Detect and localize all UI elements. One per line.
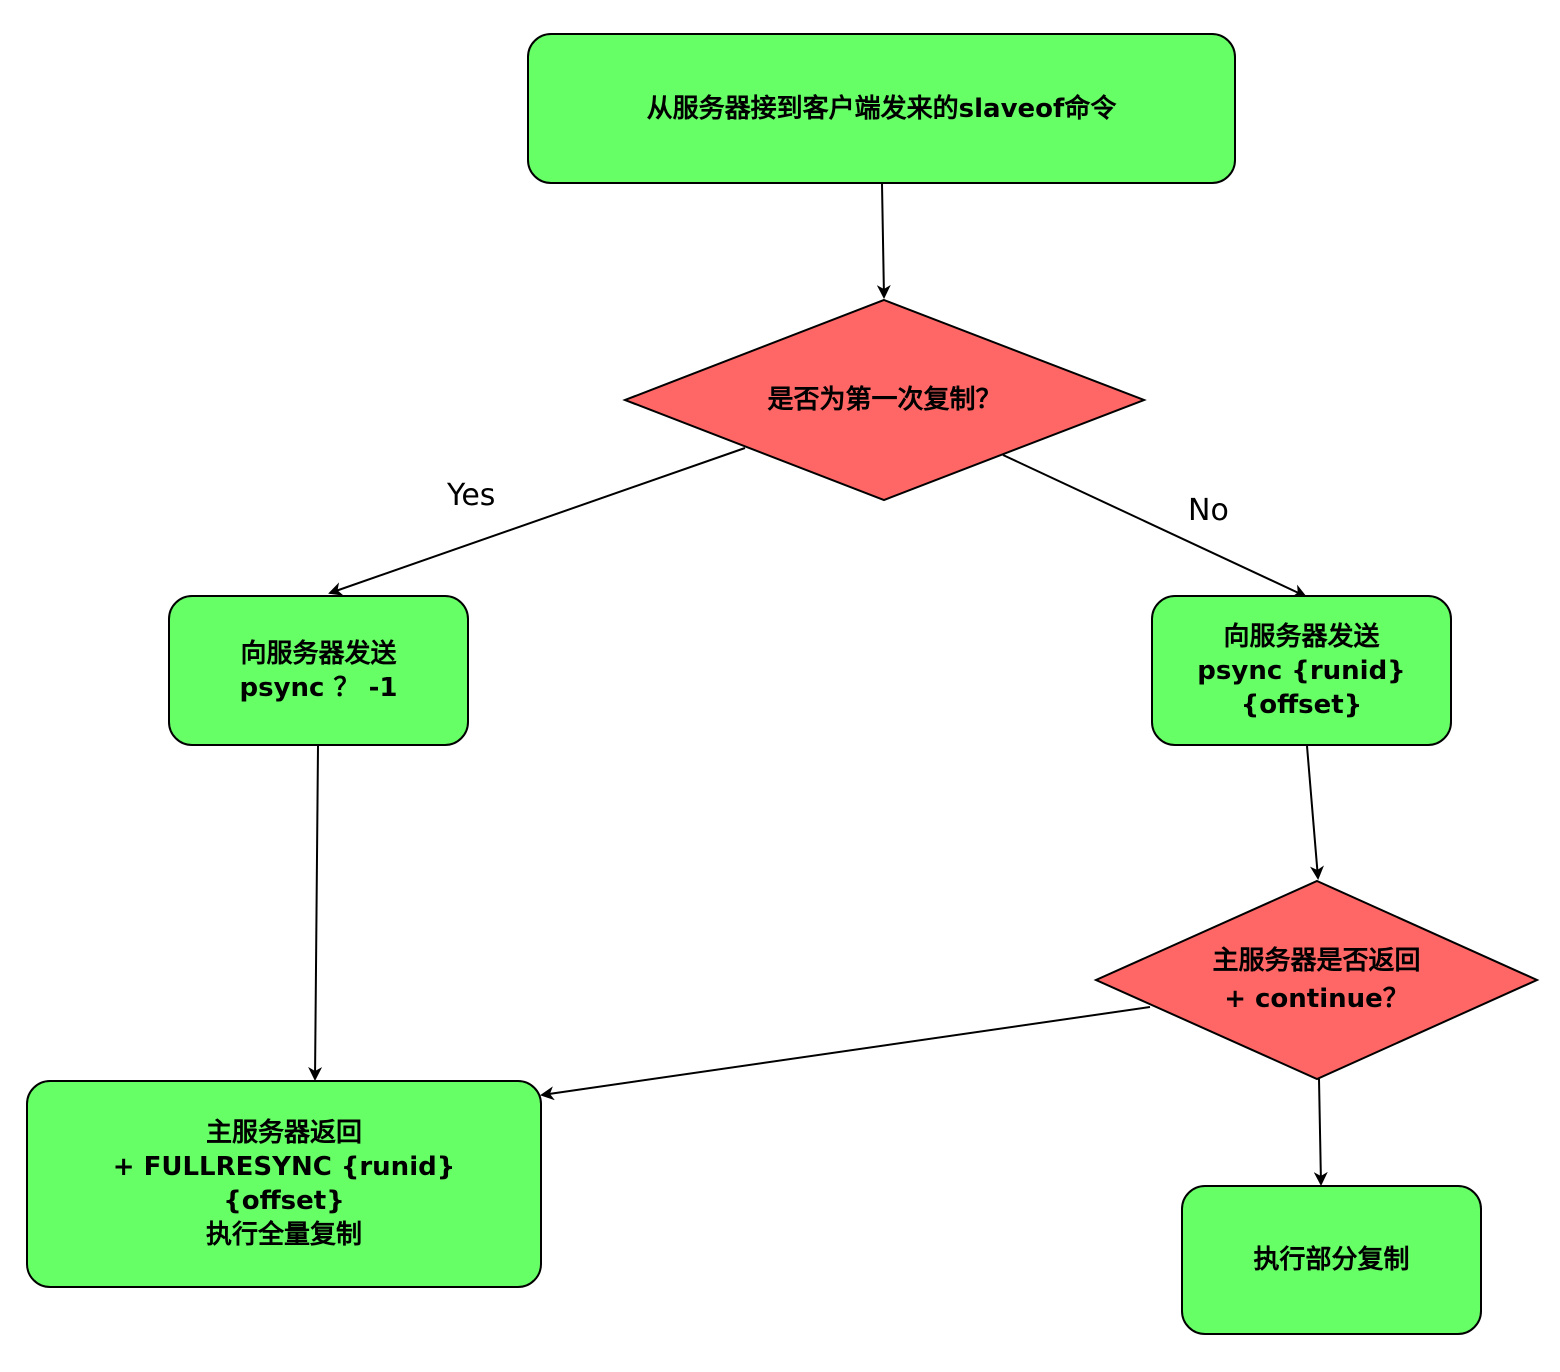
node-send-partial-line2: psync {runid} (1197, 655, 1406, 686)
node-send-partial-line1: 向服务器发送 (1223, 621, 1380, 652)
node-full-resync-line2: + FULLRESYNC {runid} (112, 1152, 456, 1182)
node-start-text: 从服务器接到客户端发来的slaveof命令 (646, 93, 1117, 124)
decision-first-time-label: 是否为第一次复制？ (767, 385, 1002, 415)
edge-yes (328, 447, 746, 596)
edge-check-to-full-resync (540, 1006, 1151, 1101)
node-send-full-line1: 向服务器发送 (240, 638, 397, 669)
edge-check-to-partial-copy (1313, 1078, 1328, 1186)
decision-first-time-diamond (622, 298, 1147, 502)
node-send-partial-psync: 向服务器发送 psync {runid} {offset} (1151, 595, 1452, 746)
node-start: 从服务器接到客户端发来的slaveof命令 (527, 33, 1236, 184)
decision-first-time-text: 是否为第一次复制？ (625, 300, 1144, 500)
edge-start-to-decision (876, 183, 891, 299)
decision-continue-line2: + continue？ (1224, 984, 1409, 1014)
node-send-full-psync: 向服务器发送 psync ？ -1 (168, 595, 469, 746)
node-partial-copy-text: 执行部分复制 (1253, 1245, 1410, 1275)
decision-continue-diamond (1093, 879, 1540, 1081)
node-full-resync-line1: 主服务器返回 (205, 1118, 362, 1148)
edge-yes-label: Yes (447, 478, 496, 513)
node-send-full-line2: psync ？ -1 (239, 672, 398, 703)
node-full-resync: 主服务器返回 + FULLRESYNC {runid} {offset} 执行全… (26, 1080, 542, 1288)
edge-full-request-to-resync (308, 745, 323, 1081)
edge-partial-request-to-check (1306, 745, 1324, 880)
edge-no (1002, 454, 1307, 598)
edge-no-label: No (1188, 493, 1229, 528)
decision-continue-line1: 主服务器是否返回 (1212, 946, 1421, 976)
node-full-resync-line3: {offset} (223, 1186, 345, 1216)
decision-continue-text: 主服务器是否返回 + continue？ (1096, 881, 1537, 1079)
node-partial-copy: 执行部分复制 (1181, 1185, 1482, 1335)
node-full-resync-line4: 执行全量复制 (205, 1220, 362, 1250)
node-send-partial-line3: {offset} (1240, 689, 1363, 720)
